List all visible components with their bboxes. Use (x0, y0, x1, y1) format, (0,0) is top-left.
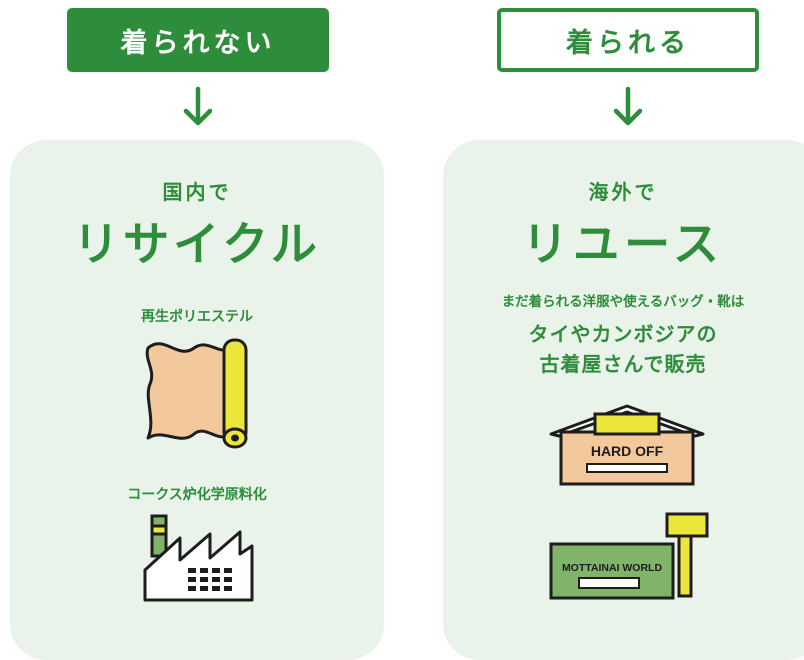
fabric-roll-icon (145, 338, 248, 449)
reuse-description: まだ着られる洋服や使えるバッグ・靴は (501, 294, 745, 310)
recycle-panel: 国内で リサイクル 再生ポリエステル コークス炉化学原料化 (10, 140, 384, 660)
down-arrow-icon (183, 86, 213, 126)
reuse-panel: 海外で リユース まだ着られる洋服や使えるバッグ・靴は タイやカンボジアの 古着… (443, 140, 804, 660)
recycled-polyester-label: 再生ポリエステル (141, 309, 253, 325)
hard-off-store-icon: HARD OFF (549, 404, 705, 486)
hard-off-sign: HARD OFF (591, 443, 664, 459)
wearable-tag: 着られる (497, 8, 759, 72)
mottainai-world-sign: MOTTAINAI WORLD (562, 562, 663, 574)
mottainai-world-store-icon: MOTTAINAI WORLD (549, 512, 709, 600)
down-arrow-icon (613, 86, 643, 126)
recycle-subtitle: 国内で (162, 180, 232, 204)
factory-icon (143, 514, 254, 602)
not-wearable-tag: 着られない (67, 8, 329, 72)
reuse-highlight-line1: タイやカンボジアの (528, 322, 718, 346)
reuse-highlight-line2: 古着屋さんで販売 (539, 352, 707, 376)
coke-oven-label: コークス炉化学原料化 (127, 487, 267, 503)
reuse-subtitle: 海外で (588, 180, 658, 204)
reuse-title: リユース (522, 217, 724, 271)
recycle-title: リサイクル (73, 217, 321, 271)
